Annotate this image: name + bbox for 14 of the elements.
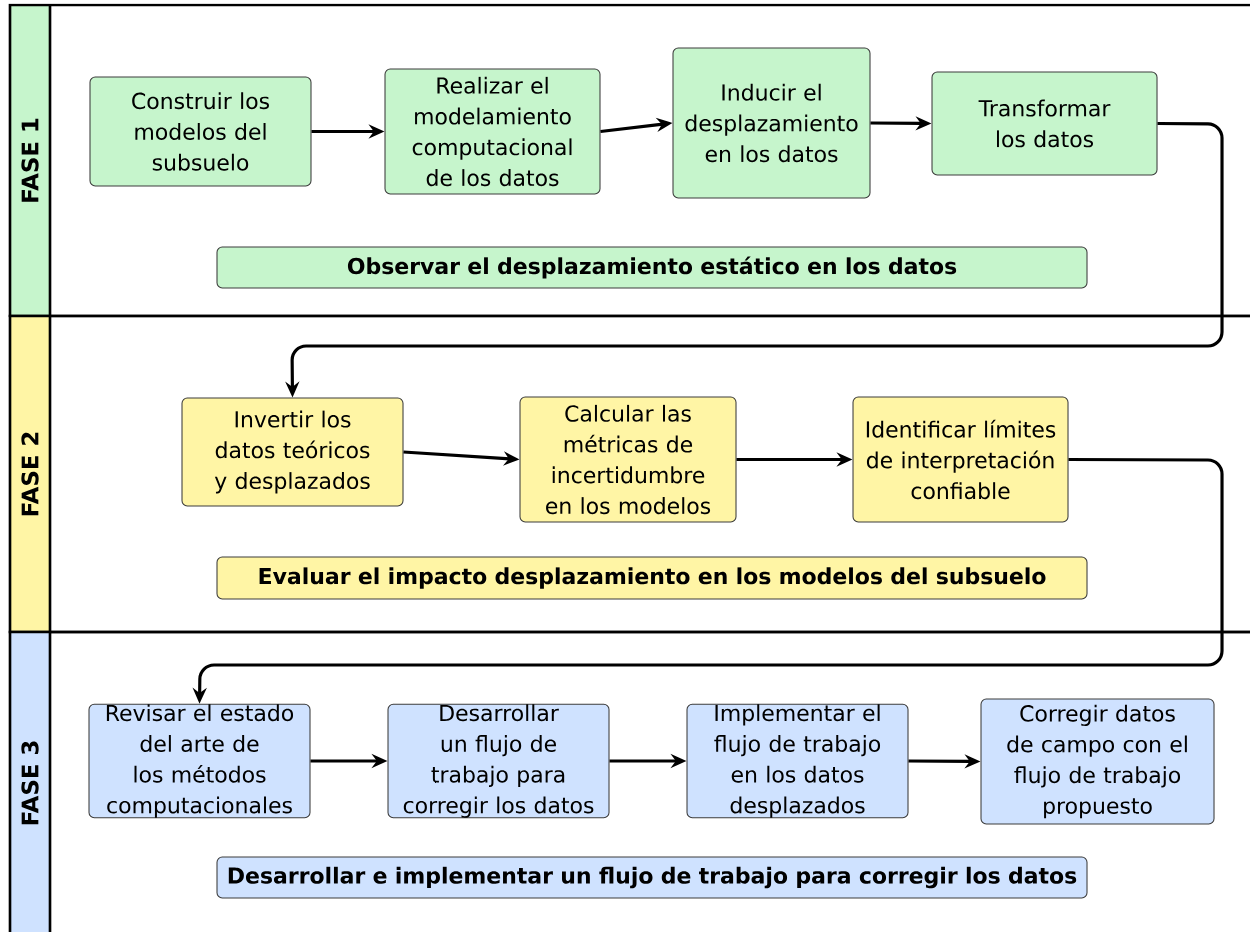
process-box: Transformar los datos [931,71,1158,176]
process-box: Invertir los datos teóricos y desplazados [181,397,404,507]
goal-bar: Desarrollar e implementar un flujo de trabajo para corregir los datos [216,856,1088,899]
process-box: Implementar el flujo de trabajo en los datos desplazados [686,703,909,819]
goal-bar: Evaluar el impacto desplazamiento en los modelos del subsuelo [216,556,1088,600]
process-box: Realizar el modelamiento computacional de los datos [384,68,601,195]
process-box: Identificar límites de interpretación confiable [852,396,1069,523]
process-box: Desarrollar un flujo de trabajo para corregir los datos [387,703,610,819]
process-box: Revisar el estado del arte de los métodos computacionales [88,703,311,819]
goal-bar: Observar el desplazamiento estático en los datos [216,246,1088,289]
process-box: Inducir el desplazamiento en los datos [672,47,871,199]
process-box: Corregir datos de campo con el flujo de trabajo propuesto [980,698,1215,825]
process-box: Calcular las métricas de incertidumbre en los modelos [519,396,737,523]
process-box: Construir los modelos del subsuelo [89,76,312,187]
